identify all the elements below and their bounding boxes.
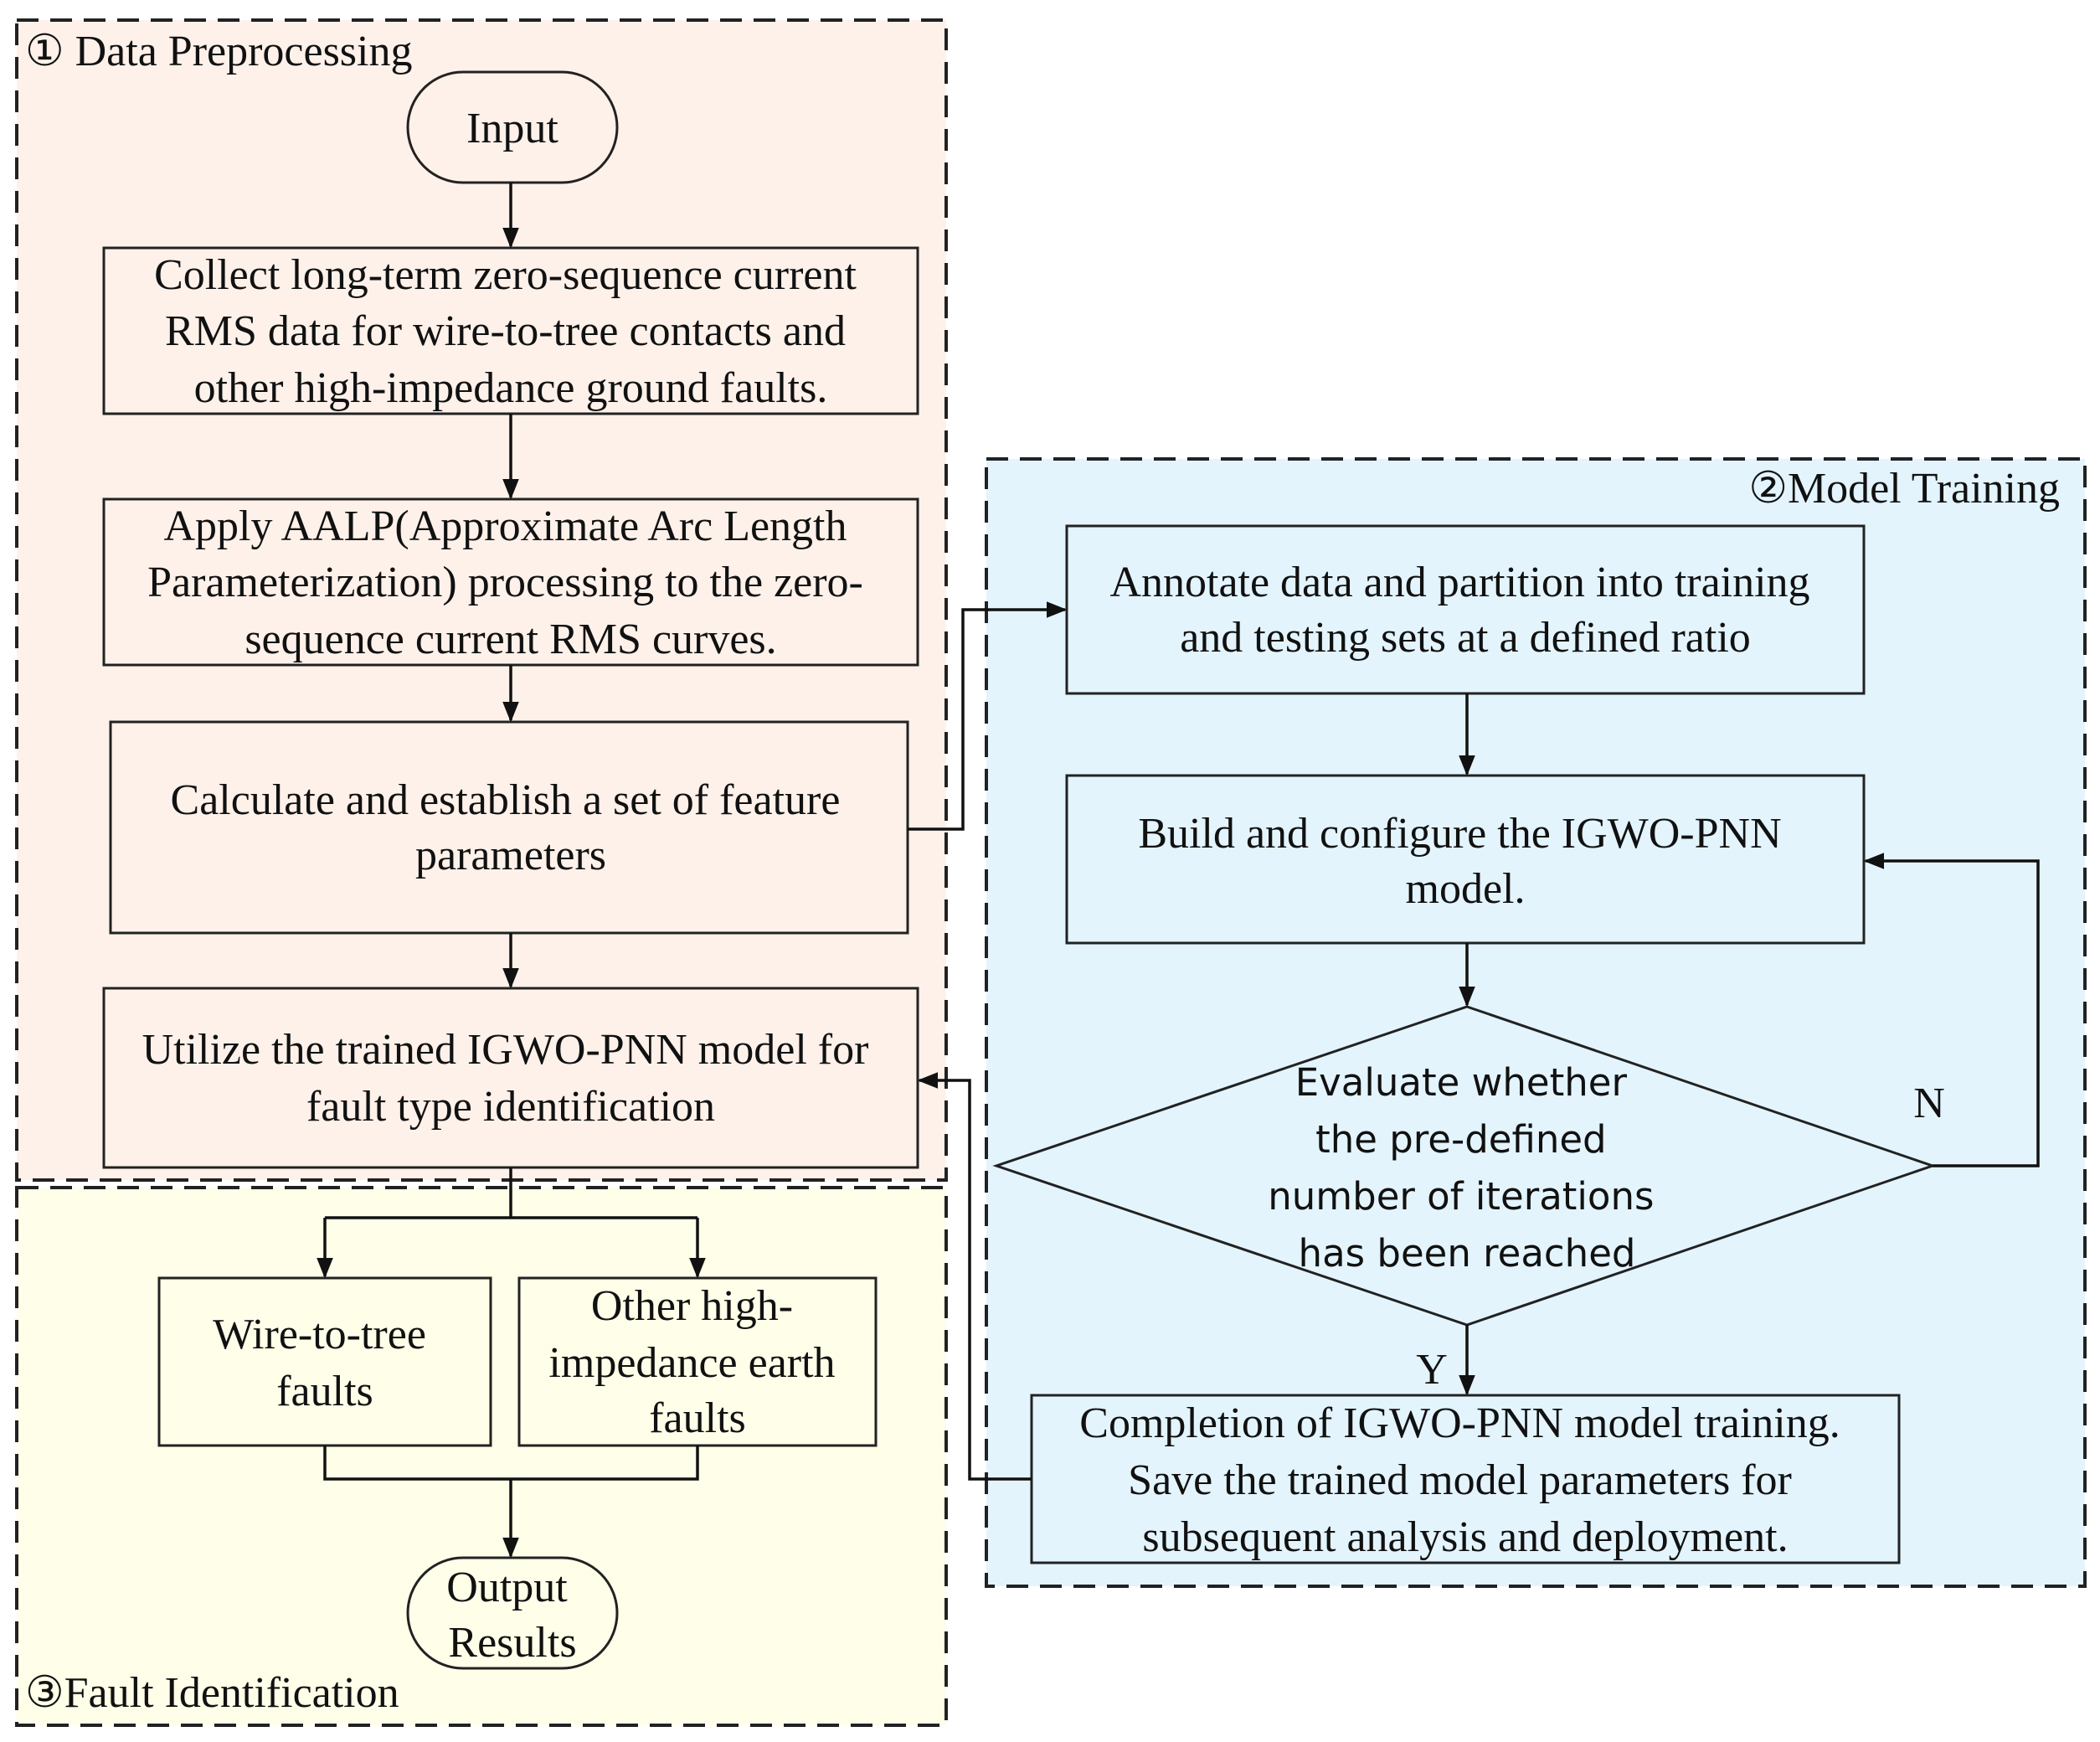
svg-text:Completion of IGWO-PNN model t: Completion of IGWO-PNN model training. S…: [1079, 1399, 1850, 1561]
arrow-completion-to-utilize: [917, 1072, 1032, 1481]
evaluate-line: has been reached: [1299, 1231, 1636, 1276]
yes-branch-label: Y: [1416, 1346, 1448, 1394]
identification-title: ③Fault Identification: [25, 1669, 399, 1717]
wire-faults-line: Wire-to-tree: [213, 1311, 426, 1358]
input-node: Input: [406, 70, 619, 184]
aalp-node: Apply AALP(Approximate Arc Length Parame…: [102, 497, 919, 667]
svg-text:Utilize the trained IGWO-PNN: Utilize the trained IGWO-PNN model for f…: [142, 1026, 880, 1131]
svg-text:Collect long-term zero-sequenc: Collect long-term zero-sequence current …: [154, 251, 867, 412]
calculate-line: Calculate and establish a set of feature: [171, 776, 841, 824]
svg-text:Output Results: Output Results: [446, 1564, 578, 1667]
svg-text:Apply AALP(Approximate Arc Len: Apply AALP(Approximate Arc Length Parame…: [147, 502, 874, 663]
svg-text:Build and configure the IGWO-P: Build and configure the IGWO-PNN model.: [1138, 810, 1792, 913]
svg-text:Wire-to-tree faults: Wire-to-tree faults: [213, 1311, 437, 1415]
svg-text:Annotate data and partition in: Annotate data and partition into trainin…: [1109, 559, 1820, 662]
wire-to-tree-faults-node: Wire-to-tree faults: [157, 1276, 492, 1447]
connector-utilize-split: [325, 1167, 697, 1219]
aalp-line: Parameterization) processing to the zero…: [147, 559, 863, 606]
other-faults-line: faults: [649, 1394, 746, 1442]
aalp-line: sequence current RMS curves.: [244, 616, 776, 663]
completion-line: Completion of IGWO-PNN model training.: [1079, 1399, 1840, 1447]
preprocessing-title: ① Data Preprocessing: [25, 28, 413, 75]
collect-line: Collect long-term zero-sequence current: [154, 251, 857, 299]
build-model-node: Build and configure the IGWO-PNN model.: [1065, 774, 1866, 945]
arrow-evaluate-no-to-build: [1863, 853, 2040, 1167]
completion-node: Completion of IGWO-PNN model training. S…: [1030, 1394, 1901, 1564]
output-line: Results: [448, 1619, 576, 1667]
collect-data-node: Collect long-term zero-sequence current …: [102, 246, 919, 415]
annotate-node: Annotate data and partition into trainin…: [1065, 524, 1866, 695]
aalp-line: Apply AALP(Approximate Arc Length: [164, 502, 847, 550]
calculate-features-node: Calculate and establish a set of feature…: [109, 720, 909, 935]
other-faults-line: Other high-: [591, 1282, 793, 1330]
svg-text:Evaluate whether the pre: Evaluate whether the pre-defined number …: [1268, 1060, 1665, 1276]
utilize-model-node: Utilize the trained IGWO-PNN model for f…: [102, 987, 919, 1169]
evaluate-line: Evaluate whether: [1295, 1060, 1628, 1105]
collect-line: RMS data for wire-to-tree contacts and: [165, 307, 846, 355]
arrow-calculate-to-annotate: [908, 601, 1068, 831]
output-node: Output Results: [406, 1556, 619, 1670]
utilize-line: fault type identification: [306, 1083, 715, 1131]
evaluate-line: the pre-defined: [1315, 1117, 1607, 1162]
annotate-line: and testing sets at a defined ratio: [1180, 614, 1751, 662]
output-line: Output: [446, 1564, 568, 1611]
completion-line: Save the trained model parameters for: [1128, 1456, 1792, 1504]
training-region: [985, 457, 2087, 1588]
calculate-line: parameters: [415, 832, 606, 879]
preprocessing-region: [15, 18, 948, 1182]
wire-faults-line: faults: [276, 1368, 373, 1415]
other-faults-line: impedance earth: [548, 1339, 835, 1387]
training-title: ②Model Training: [1748, 465, 2060, 513]
no-branch-label: N: [1913, 1080, 1945, 1127]
svg-text:Other high- impedance ea: Other high- impedance earth faults: [548, 1282, 846, 1442]
build-line: model.: [1406, 865, 1526, 913]
evaluate-decision-node: Evaluate whether the pre-defined number …: [992, 1005, 1937, 1327]
svg-text:Calculate and establish a set: Calculate and establish a set of feature…: [171, 776, 852, 879]
build-line: Build and configure the IGWO-PNN: [1138, 810, 1781, 858]
input-label: Input: [466, 105, 558, 152]
completion-line: subsequent analysis and deployment.: [1142, 1513, 1788, 1561]
collect-line: other high-impedance ground faults.: [194, 364, 828, 412]
annotate-line: Annotate data and partition into trainin…: [1109, 559, 1809, 606]
evaluate-line: number of iterations: [1268, 1174, 1654, 1219]
utilize-line: Utilize the trained IGWO-PNN model for: [142, 1026, 869, 1074]
